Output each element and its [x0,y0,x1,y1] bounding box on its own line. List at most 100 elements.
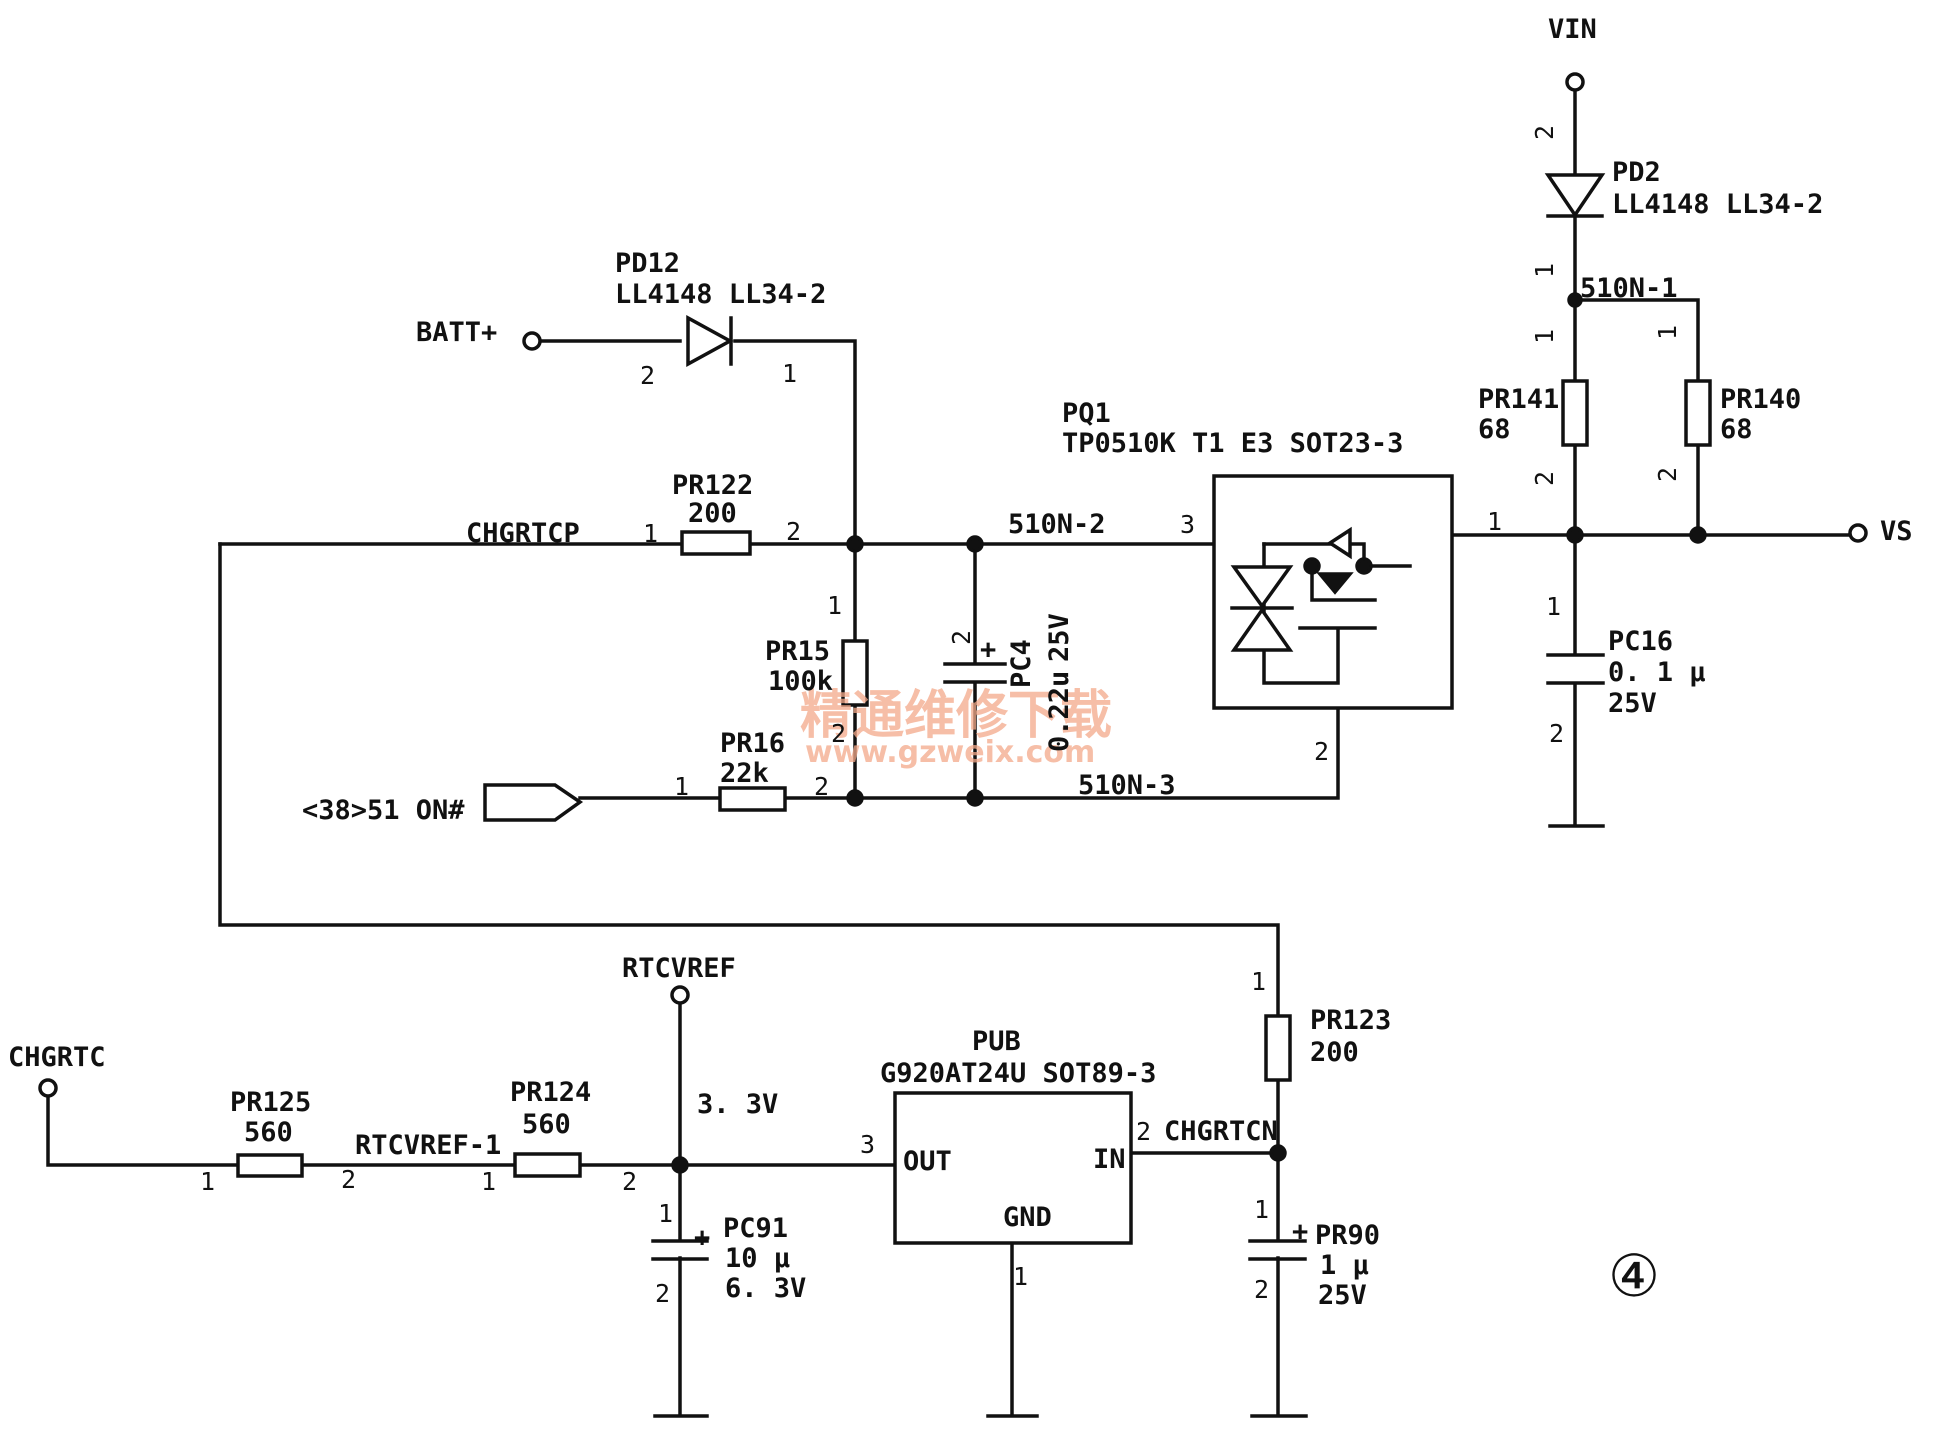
junction-510n1 [1567,292,1583,308]
pin-pr124-2: 2 [622,1167,637,1196]
figure-number: ④ [1608,1242,1660,1310]
plus-pr90: + [1292,1216,1308,1247]
resistor-pr124 [513,1152,582,1178]
ref-pq1: PQ1 [1062,398,1111,429]
terminals [38,72,1868,1098]
value-pc16: 0. 1 μ [1608,657,1706,688]
capacitor-pc91 [651,1239,709,1261]
pin-pd2-1: 1 [1530,263,1559,278]
ref-pc16: PC16 [1608,626,1673,657]
pin-name-out: OUT [903,1146,952,1177]
watermark: 精通维修下载 www.gzweix.com [800,686,1112,770]
pin-pd2-2: 2 [1530,125,1559,140]
pin-pr122-1: 1 [643,519,658,548]
pin-pd12-1: 1 [782,359,797,388]
label-rtcvref1: RTCVREF-1 [355,1130,501,1161]
junction-rtcvref [671,1156,689,1174]
value-pr125: 560 [244,1117,293,1148]
ref-pr16: PR16 [720,728,785,759]
resistor-pr15 [841,639,869,707]
value-pr15: 100k [768,666,833,697]
label-chgrtcp: CHGRTCP [466,518,580,549]
pin-pub-3: 3 [860,1130,875,1159]
value-pc4: 0.22u [1044,671,1075,752]
label-510n2: 510N-2 [1008,509,1106,540]
value-pr122: 200 [688,498,737,529]
ref-pr123: PR123 [1310,1005,1391,1036]
pin-pc16-1: 1 [1546,592,1561,621]
wire-chgrtcp-loop [218,542,1280,1017]
pin-pr90-2: 2 [1254,1275,1269,1304]
resistor-pr16 [718,786,787,812]
ref-pd2: PD2 [1612,157,1661,188]
value-pc91: 10 μ [725,1243,790,1274]
wires [46,88,1852,1418]
label-on51: <38>51 ON# [302,795,465,826]
pin-pub-1: 1 [1013,1262,1028,1291]
value-pq1: TP0510K T1 E3 SOT23-3 [1062,428,1403,459]
pin-pr124-1: 1 [481,1167,496,1196]
resistor-pr123 [1264,1014,1292,1082]
diode-pd2 [1544,173,1606,219]
mosfet-pq1 [1212,474,1454,710]
ref-pr15: PR15 [765,636,830,667]
plus-pc4: + [980,634,996,665]
watermark-url: www.gzweix.com [805,735,1095,770]
value-pub: G920AT24U SOT89-3 [880,1058,1156,1089]
ref-pr125: PR125 [230,1087,311,1118]
value-pr123: 200 [1310,1037,1359,1068]
pin-pr141-2: 2 [1530,471,1559,486]
voltage-pc91: 6. 3V [725,1273,806,1304]
pin-pr122-2: 2 [786,517,801,546]
value-pd2: LL4148 LL34-2 [1612,189,1823,220]
value-pr140: 68 [1720,414,1753,445]
junction-chgrtcn [1269,1144,1287,1162]
junction-510n2-1 [846,535,864,553]
label-3v3: 3. 3V [697,1089,778,1120]
label-vin: VIN [1548,14,1597,45]
pin-pr90-1: 1 [1254,1195,1269,1224]
ref-pr122: PR122 [672,470,753,501]
regulator-pub [893,1091,1133,1245]
pin-pq1-1: 1 [1487,507,1502,536]
ref-pr141: PR141 [1478,384,1559,415]
plus-pc91: + [694,1222,710,1253]
pin-pr140-2: 2 [1653,467,1682,482]
junction-510n3-2 [966,789,984,807]
diode-pd12 [686,315,734,367]
pin-pr15-1: 1 [827,591,842,620]
voltage-pr90: 25V [1318,1280,1367,1311]
pin-pr125-1: 1 [200,1167,215,1196]
junctions [671,292,1707,1174]
label-vs: VS [1880,516,1913,547]
label-batt: BATT+ [416,317,497,348]
value-pr124: 560 [522,1109,571,1140]
ref-pub: PUB [972,1026,1021,1057]
pin-pr16-2: 2 [814,772,829,801]
value-pd12: LL4148 LL34-2 [615,279,826,310]
pin-pq1-3: 3 [1180,510,1195,539]
pin-pr16-1: 1 [674,772,689,801]
pin-pc91-2: 2 [655,1279,670,1308]
junction-510n3-1 [846,789,864,807]
ref-pr140: PR140 [1720,384,1801,415]
value-pr141: 68 [1478,414,1511,445]
label-510n1: 510N-1 [1580,273,1678,304]
pin-pr15-2: 2 [831,719,846,748]
labels: VIN BATT+ VS CHGRTCP 510N-1 510N-2 510N-… [8,14,1913,1311]
label-chgrtc: CHGRTC [8,1042,106,1073]
wire-pd12-node [733,339,857,546]
label-chgrtcn: CHGRTCN [1164,1116,1278,1147]
resistor-pr125 [236,1153,304,1178]
resistor-pr140 [1684,379,1712,447]
terminal-rtcvref [670,985,690,1005]
pin-pd12-2: 2 [640,361,655,390]
pin-name-in: IN [1093,1144,1126,1175]
terminal-vin [1565,72,1585,92]
voltage-pc4: 25V [1044,613,1075,662]
terminal-batt [522,331,542,351]
junction-vs-1 [1566,526,1584,544]
value-pr16: 22k [720,758,769,789]
label-510n3: 510N-3 [1078,770,1176,801]
